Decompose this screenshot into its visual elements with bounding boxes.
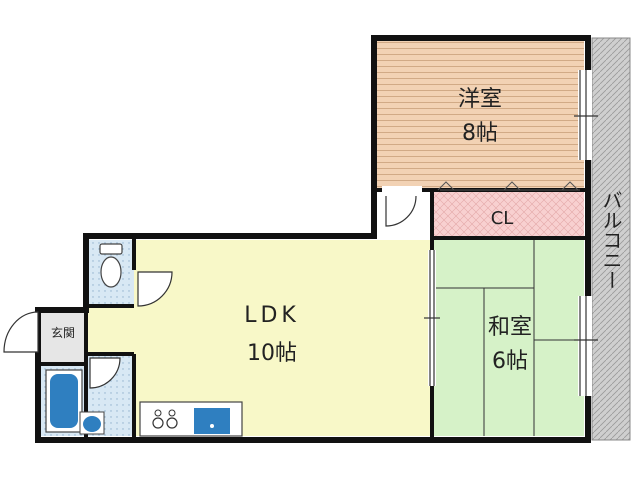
wash-basin-fixture — [79, 411, 105, 435]
balcony-floor — [591, 37, 631, 441]
ldk-name: LDK — [244, 303, 300, 328]
ldk-size: 10帖 — [247, 341, 297, 366]
western-room-floor — [376, 40, 584, 190]
closet-floor — [434, 190, 584, 236]
western-room-name: 洋室 — [458, 87, 502, 112]
sliding-doors — [424, 70, 598, 396]
tatami-lines — [434, 240, 584, 436]
closet-door-marks — [437, 181, 580, 191]
japanese-room-floor — [434, 240, 584, 436]
entrance-floor — [40, 312, 86, 364]
bathtub-fixture — [45, 369, 83, 433]
japanese-room-name: 和室 — [488, 315, 532, 340]
western-room-size: 8帖 — [462, 121, 498, 146]
balcony-name: バルコニー — [599, 190, 623, 290]
door-swings — [3, 195, 417, 389]
walls — [35, 35, 591, 443]
closet-name: CL — [491, 208, 514, 229]
ldk-floor-lower — [86, 306, 134, 354]
kitchen-counter — [139, 401, 243, 437]
japanese-room-size: 6帖 — [492, 349, 528, 374]
entrance-name: 玄関 — [51, 325, 75, 340]
toilet-fixture — [99, 243, 123, 288]
